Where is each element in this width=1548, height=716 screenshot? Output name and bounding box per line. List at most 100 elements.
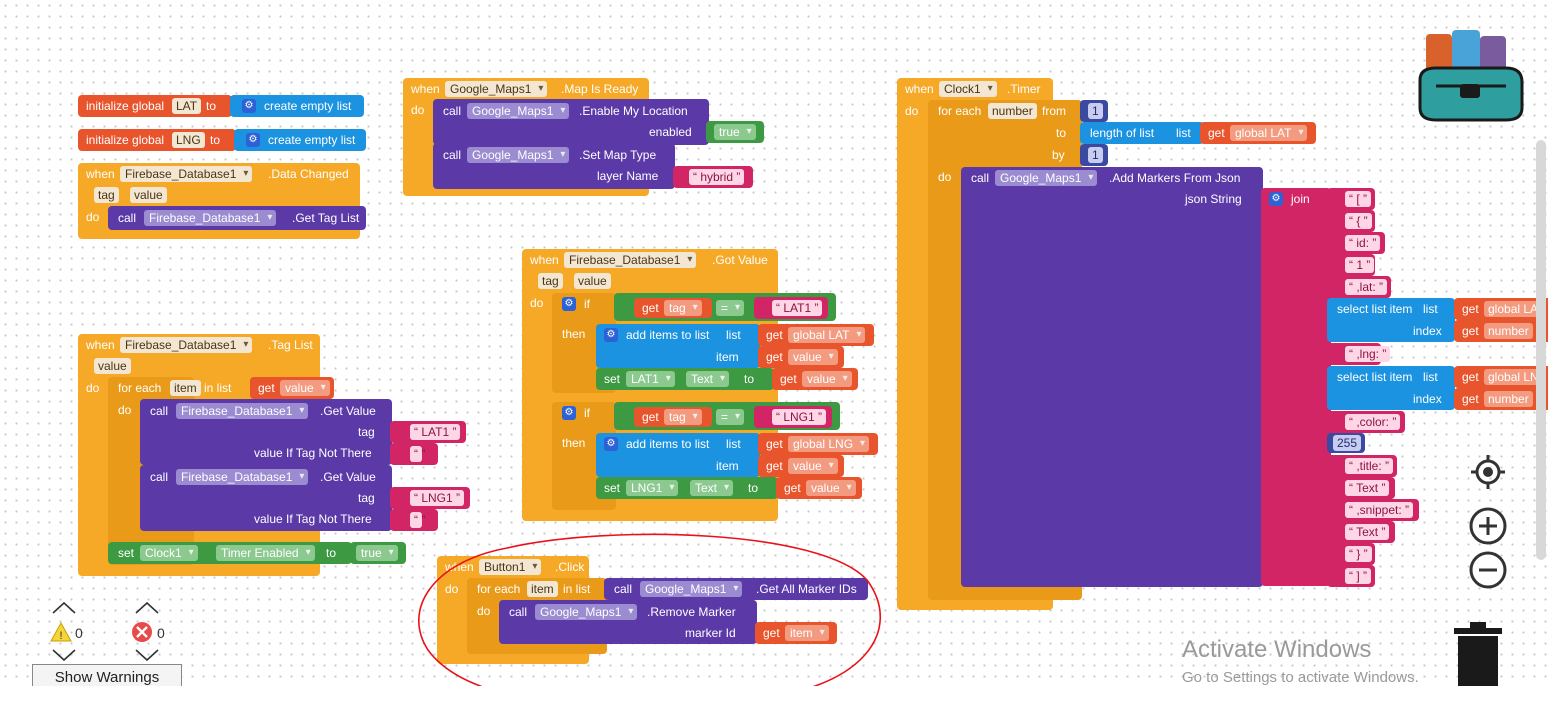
get-value-block[interactable]: get value (776, 477, 862, 499)
get-tag-block[interactable]: get tag (634, 298, 712, 318)
get-number-block[interactable]: get number (1454, 388, 1548, 410)
component-dropdown[interactable]: Firebase_Database1 (564, 252, 697, 268)
number-by-block[interactable]: 1 (1080, 144, 1108, 166)
set-map-type-call-block[interactable]: call Google_Maps1 .Set Map Type layer Na… (433, 143, 675, 189)
text-field[interactable]: “ ,color: ” (1345, 414, 1401, 430)
number-255-block[interactable]: 255 (1327, 433, 1365, 453)
get-global-lng-block[interactable]: get global LN (1454, 366, 1548, 388)
lng1-text-block[interactable]: “ LNG1 ” (390, 487, 470, 509)
component-dropdown[interactable]: Google_Maps1 (995, 170, 1098, 186)
component-dropdown[interactable]: Google_Maps1 (640, 581, 743, 597)
empty-text-field[interactable]: “ ” (410, 446, 425, 462)
get-value-block[interactable]: get value (758, 455, 844, 477)
param-value[interactable]: value (574, 273, 611, 289)
var-dropdown[interactable]: global LAT (1230, 125, 1308, 141)
json-text-block[interactable]: “ } ” (1327, 543, 1375, 565)
select-list-item-block-1[interactable]: select list item list index (1327, 298, 1455, 342)
get-item-block[interactable]: get item (755, 622, 837, 644)
text-field[interactable]: “ { ” (1345, 213, 1372, 229)
var-dropdown[interactable]: tag (664, 409, 702, 425)
json-text-block[interactable]: “ ,color: ” (1327, 411, 1405, 433)
empty-text-block[interactable]: “ ” (390, 509, 438, 531)
var-dropdown[interactable]: value (280, 380, 330, 396)
text-field[interactable]: “ Text ” (1345, 480, 1390, 496)
component-dropdown[interactable]: Firebase_Database1 (176, 469, 309, 485)
text-field[interactable]: “ LNG1 ” (772, 409, 827, 425)
var-field[interactable]: global LA (1484, 301, 1543, 317)
text-field[interactable]: “ } ” (1345, 546, 1372, 562)
param-tag[interactable]: tag (538, 273, 563, 289)
var-dropdown[interactable]: item (785, 625, 829, 641)
chevron-up-icon[interactable] (134, 601, 160, 615)
zoom-out-icon[interactable] (1468, 550, 1508, 590)
property-dropdown[interactable]: Text (686, 371, 730, 387)
component-dropdown[interactable]: Button1 (479, 559, 542, 575)
empty-text-block[interactable]: “ ” (390, 443, 438, 465)
var-lat-field[interactable]: LAT (172, 98, 202, 114)
json-text-block[interactable]: “ Text ” (1327, 521, 1395, 543)
get-value-call-block-2[interactable]: call Firebase_Database1 .Get Value tag v… (140, 465, 392, 531)
var-dropdown[interactable]: tag (664, 300, 702, 316)
var-lng-field[interactable]: LNG (172, 132, 205, 148)
vertical-scrollbar[interactable] (1536, 140, 1546, 560)
component-dropdown[interactable]: Firebase_Database1 (120, 166, 253, 182)
number-field[interactable]: 255 (1333, 435, 1362, 451)
mutator-gear-icon[interactable]: ⚙ (242, 99, 256, 113)
enable-my-location-call-block[interactable]: call Google_Maps1 .Enable My Location en… (433, 99, 709, 145)
get-global-lat-block[interactable]: get global LAT (1200, 122, 1316, 144)
component-dropdown[interactable]: Firebase_Database1 (144, 210, 277, 226)
text-field[interactable]: “ ,title: ” (1345, 458, 1394, 474)
var-field[interactable]: global LN (1484, 369, 1543, 385)
property-dropdown[interactable]: Text (690, 480, 734, 496)
get-global-lng-block[interactable]: get global LNG (758, 433, 878, 455)
component-dropdown[interactable]: Google_Maps1 (467, 147, 570, 163)
json-text-block[interactable]: “ ,lng: ” (1327, 343, 1391, 365)
boolean-dropdown[interactable]: true (714, 124, 756, 140)
number-var-field[interactable]: number (988, 103, 1037, 119)
chevron-up-icon[interactable] (51, 601, 77, 615)
param-value[interactable]: value (130, 187, 167, 203)
var-dropdown[interactable]: value (788, 458, 838, 474)
text-field[interactable]: “ Text ” (1345, 524, 1390, 540)
true-block[interactable]: true (706, 121, 764, 143)
component-dropdown[interactable]: LAT1 (626, 371, 675, 387)
get-value-block[interactable]: get value (758, 346, 844, 368)
number-from-block[interactable]: 1 (1080, 100, 1108, 122)
var-dropdown[interactable]: value (802, 371, 852, 387)
component-dropdown[interactable]: Firebase_Database1 (176, 403, 309, 419)
var-field[interactable]: number (1484, 323, 1533, 339)
json-text-block[interactable]: “ Text ” (1327, 477, 1395, 499)
zoom-in-icon[interactable] (1468, 506, 1508, 546)
json-text-block[interactable]: “ ,snippet: ” (1327, 499, 1419, 521)
trash-icon[interactable] (1450, 620, 1506, 688)
text-field[interactable]: “ 1 ” (1345, 257, 1375, 273)
component-dropdown[interactable]: Clock1 (939, 81, 997, 97)
json-text-block[interactable]: “ ] ” (1327, 565, 1375, 587)
get-tag-block[interactable]: get tag (634, 407, 712, 427)
json-text-block[interactable]: “ id: ” (1327, 232, 1385, 254)
mutator-gear-icon[interactable]: ⚙ (562, 297, 576, 311)
get-number-block[interactable]: get number (1454, 320, 1548, 342)
component-dropdown[interactable]: Firebase_Database1 (120, 337, 253, 353)
empty-text-field[interactable]: “ ” (410, 512, 425, 528)
component-dropdown[interactable]: Google_Maps1 (445, 81, 548, 97)
lat1-text-block[interactable]: “ LAT1 ” (390, 421, 466, 443)
text-field[interactable]: “ LAT1 ” (772, 300, 823, 316)
get-tag-list-call-block[interactable]: call Firebase_Database1 .Get Tag List (108, 206, 366, 230)
json-text-block[interactable]: “ ,lat: ” (1327, 276, 1391, 298)
mutator-gear-icon[interactable]: ⚙ (604, 437, 618, 451)
param-value[interactable]: value (94, 358, 131, 374)
show-warnings-button-visible[interactable]: Show Warnings (32, 664, 182, 686)
var-dropdown[interactable]: value (806, 480, 856, 496)
operator-dropdown[interactable]: = (716, 300, 745, 316)
text-field[interactable]: “ ,lng: ” (1345, 346, 1391, 362)
create-empty-list-block[interactable]: ⚙ create empty list (234, 129, 366, 151)
join-block[interactable]: ⚙ join (1261, 188, 1331, 586)
param-tag[interactable]: tag (94, 187, 119, 203)
number-field[interactable]: 1 (1088, 103, 1103, 119)
add-items-to-list-block-1[interactable]: ⚙ add items to list list item (596, 324, 760, 368)
item-var-field[interactable]: item (170, 380, 201, 396)
text-field[interactable]: “ ,snippet: ” (1345, 502, 1414, 518)
component-dropdown[interactable]: Google_Maps1 (467, 103, 570, 119)
add-markers-from-json-call-block[interactable]: call Google_Maps1 .Add Markers From Json… (961, 167, 1263, 587)
